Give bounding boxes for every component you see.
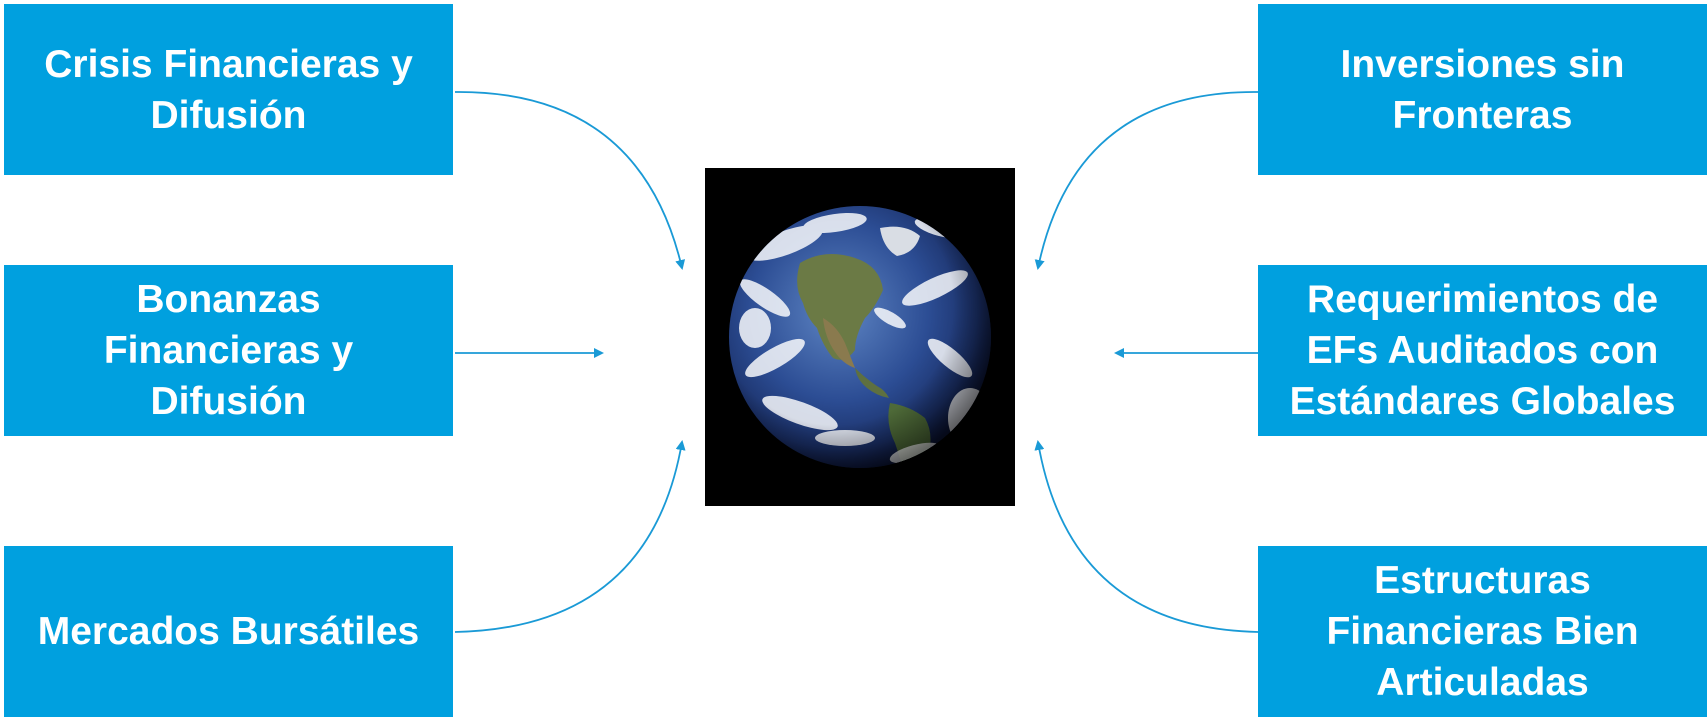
arrow-mercados-to-globe [455,442,682,632]
arrow-inversiones-to-globe [1038,92,1258,268]
arrow-crisis-to-globe [455,92,682,268]
arrow-estructuras-to-globe [1038,442,1258,632]
